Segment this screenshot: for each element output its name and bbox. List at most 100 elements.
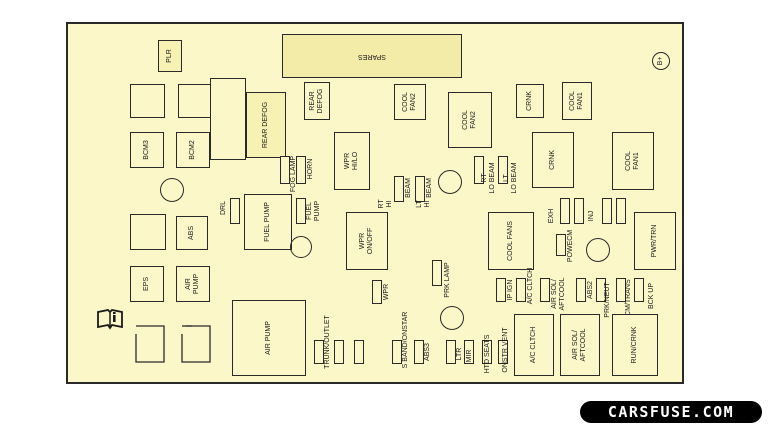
- prk-neut-fuse: [596, 278, 606, 302]
- crnk-fuse-label: CRNK: [526, 91, 533, 111]
- rear-defog-fuse-label: REAR DEFOG: [309, 88, 324, 114]
- onstr-vent-label: ONSTR VENT: [502, 327, 509, 373]
- bcm2-label: BCM2: [189, 140, 196, 160]
- abs-label: ABS: [188, 225, 195, 241]
- abs2-label: ABS2: [587, 281, 594, 299]
- b-plus-label: B+: [657, 56, 664, 66]
- drl-fuse: [230, 198, 240, 224]
- rear-defog-relay: [246, 92, 286, 158]
- inj-fuse: [602, 198, 612, 224]
- pwr-trn-relay: [634, 212, 676, 270]
- pwr-trn-label: PWR/TRN: [651, 224, 658, 258]
- relay-socket-1: [130, 84, 165, 118]
- plr-relay: [158, 40, 182, 72]
- relay-socket-2: [178, 84, 213, 118]
- rt-hi-beam-fuse: [394, 176, 404, 202]
- inj-fuse-2: [616, 198, 626, 224]
- ac-clth-relay-label: A/C CLTCH: [530, 326, 537, 364]
- mir-label: MIR: [466, 349, 473, 363]
- air-pump-relay: [232, 300, 306, 376]
- crnk-relay: [532, 132, 574, 188]
- bck-up-fuse: [634, 278, 644, 302]
- htd-seats-fuse: [482, 340, 492, 364]
- fuel-pump-relay: [244, 194, 292, 250]
- wpr-label: WPR: [383, 283, 390, 301]
- mount-hole-2: [160, 178, 184, 202]
- ac-clth-fuse: [516, 278, 526, 302]
- trunk-outlet-label: TRUNK/OUTLET: [324, 315, 331, 369]
- exh-fuse-2: [574, 198, 584, 224]
- rear-defog-fuse: [304, 82, 330, 120]
- fuel-pump-fuse-label: FUEL PUMP: [306, 200, 321, 222]
- ac-clth-relay: [514, 314, 554, 376]
- abs-fuse: [176, 216, 208, 250]
- fuel-pump-relay-label: FUEL PUMP: [264, 202, 271, 242]
- eps-fuse: [130, 266, 164, 302]
- crnk-fuse: [516, 84, 544, 118]
- cool-fan1-fuse: [562, 82, 592, 120]
- lt-hi-beam-label: LT HI: [416, 200, 431, 208]
- onstr-vent-fuse: [498, 340, 508, 364]
- exh-fuse: [560, 198, 570, 224]
- air-sol-aftcool-relay: [560, 314, 600, 376]
- bck-up-label: BCK UP: [648, 282, 655, 310]
- cool-fans-relay: [488, 212, 534, 270]
- exh-label: EXH: [548, 208, 555, 224]
- horn-fuse: [296, 156, 306, 184]
- powecm-fuse: [556, 234, 566, 256]
- ip-ign-label: IP IGN: [507, 279, 514, 301]
- run-crnk-relay: [612, 314, 658, 376]
- rt-hi-beam-label: RT HI: [378, 199, 393, 209]
- rt-lo-beam-label: RT LO BEAM: [481, 162, 496, 194]
- drl-label: DRL: [220, 200, 227, 216]
- abs3-fuse: [414, 340, 424, 364]
- abs2-fuse: [576, 278, 586, 302]
- wpr-on-off-label: WPR ON/OFF: [359, 227, 374, 255]
- cool-fan1-fuse-label: COOL FAN1: [569, 91, 584, 111]
- air-pump-fuse: [176, 266, 210, 302]
- cool-fan1-relay-label: COOL FAN1: [625, 151, 640, 171]
- beam-b-label: BEAM: [426, 178, 433, 198]
- s-band-onstar-label: S BAND/ONSTAR: [402, 311, 409, 369]
- rear-defog-relay-label: REAR DEFOG: [262, 101, 269, 149]
- lt-lo-beam-fuse: [498, 156, 508, 184]
- crnk-relay-label: CRNK: [549, 150, 556, 170]
- prk-lamp-label: PRK LAMP: [444, 262, 451, 298]
- lt-hi-beam-fuse: [415, 176, 425, 202]
- powecm-label: POWECM: [567, 229, 574, 263]
- bcm3-label: BCM3: [143, 140, 150, 160]
- b-plus-terminal: [652, 52, 670, 70]
- plr-label: PLR: [166, 49, 173, 63]
- site-watermark: CARSFUSE.COM: [580, 401, 762, 423]
- air-sol-label: AIR SOL/ AFTCOOL: [551, 277, 566, 311]
- inj-label: INJ: [588, 210, 595, 222]
- abs3-label: ABS3: [424, 343, 431, 361]
- wpr-hi-lo-label: WPR HI/LO: [344, 151, 359, 171]
- ltr-fuse: [446, 340, 456, 364]
- run-crnk-label: RUN/CRNK: [631, 326, 638, 364]
- wpr-hi-lo-relay: [334, 132, 370, 190]
- manual-book-icon: [96, 308, 124, 330]
- relay-socket-3: [130, 214, 166, 250]
- rear-defog-relay-left: [210, 78, 246, 160]
- air-sol-aftcool-relay-label: AIR SOL/ AFTCOOL: [572, 328, 587, 362]
- cool-fan2-relay: [448, 92, 492, 148]
- ltr-label: LTR: [456, 347, 463, 361]
- wpr-fuse: [372, 280, 382, 304]
- fuel-pump-fuse: [296, 198, 306, 224]
- cool-fan2-fuse-label: COOL FAN2: [402, 92, 417, 112]
- rt-lo-beam-fuse: [474, 156, 484, 184]
- fuse-box-diagram: PLR SPARES B+ REAR DEFOG REAR DEFOG COOL…: [66, 22, 684, 384]
- s-band-onstar-fuse: [392, 340, 402, 364]
- prk-neut-label: PRK/NEUT: [604, 282, 611, 318]
- spares-label: SPARES: [358, 53, 386, 60]
- bcm2-fuse: [176, 132, 210, 168]
- htd-seats-label: HTD SEATS: [484, 334, 491, 374]
- bcm3-fuse: [130, 132, 164, 168]
- ecm-trans-fuse: [616, 278, 626, 302]
- lt-lo-beam-label: LT LO BEAM: [503, 162, 518, 194]
- mount-hole-3: [290, 236, 312, 258]
- cool-fan2-relay-label: COOL FAN2: [462, 110, 477, 130]
- trunk-outlet-fuse-2: [334, 340, 344, 364]
- air-pump-fuse-label: AIR PUMP: [185, 273, 200, 295]
